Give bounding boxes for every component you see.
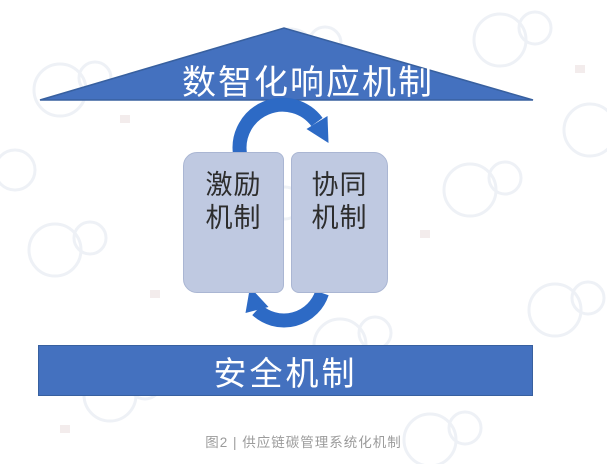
incentive-mechanism-box: 激励 机制 xyxy=(183,152,284,293)
cycle-arrow-bottom-icon xyxy=(245,287,329,328)
incentive-mechanism-label-line1: 激励 xyxy=(205,170,262,200)
collaboration-mechanism-label-line1: 协同 xyxy=(311,170,368,200)
collaboration-mechanism-label-line2: 机制 xyxy=(311,203,368,233)
security-mechanism-label: 安全机制 xyxy=(213,354,358,392)
cycle-arrow-top-icon xyxy=(232,97,329,156)
roof-label: 数智化响应机制 xyxy=(182,64,434,102)
figure-caption: 图2 | 供应链碳管理系统化机制 xyxy=(205,435,402,450)
incentive-mechanism-label-line2: 机制 xyxy=(205,203,262,233)
security-mechanism-bar: 安全机制 xyxy=(38,345,533,396)
collaboration-mechanism-box: 协同 机制 xyxy=(291,152,388,293)
